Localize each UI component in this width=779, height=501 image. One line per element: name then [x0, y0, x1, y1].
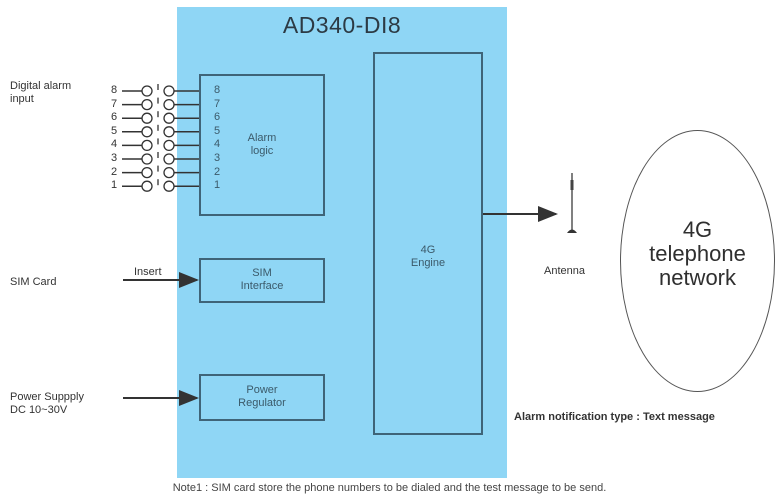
alarm-switch [122, 97, 199, 111]
insert-label: Insert [134, 266, 162, 278]
alarm-logic-label-line1: Alarm [247, 132, 277, 144]
power-regulator-label-line1: Power [246, 384, 278, 396]
alarm-logic-pin-number: 3 [214, 152, 221, 164]
alarm-logic-pin-number: 4 [214, 138, 221, 151]
power-supply-label-line1: Power Suppply [10, 391, 84, 403]
network-label-line1: 4G [682, 217, 713, 242]
alarm-switch [122, 165, 199, 179]
4g-network-label: 4G telephone network [620, 218, 775, 290]
notification-type-label: Alarm notification type : Text message [514, 411, 715, 423]
alarm-switch [122, 179, 199, 192]
switch-number: 5 [111, 124, 118, 137]
4g-network-ellipse [620, 130, 775, 392]
switch-number: 2 [111, 165, 118, 178]
device-body [177, 7, 507, 478]
sim-interface-label-line1: SIM [252, 267, 272, 279]
switch-number: 7 [111, 97, 118, 110]
switch-number: 6 [111, 111, 118, 124]
sim-interface-label-line2: Interface [240, 280, 284, 292]
switch-number: 4 [111, 138, 118, 151]
alarm-switch [122, 138, 199, 152]
device-title: AD340-DI8 [282, 12, 402, 38]
alarm-logic-block: Alarm logic [199, 74, 325, 216]
digital-alarm-label-line1: Digital alarm [10, 80, 72, 92]
network-label-line3: network [658, 265, 737, 290]
power-supply-label: Power Suppply DC 10~30V [10, 391, 84, 417]
alarm-logic-pin-number: 5 [214, 124, 221, 137]
antenna-icon [567, 173, 577, 233]
alarm-switch [122, 84, 199, 97]
switch-number: 8 [111, 84, 118, 96]
power-regulator-label-line2: Regulator [238, 397, 286, 409]
alarm-switch [122, 152, 199, 165]
sim-interface-block: SIM Interface [199, 258, 325, 303]
digital-alarm-input-label: Digital alarm input [10, 80, 71, 106]
engine-label-line2: Engine [410, 257, 446, 269]
switch-number: 3 [111, 152, 118, 164]
alarm-logic-pin-number: 7 [214, 97, 221, 110]
sim-card-label: SIM Card [10, 276, 57, 288]
digital-alarm-label-line2: input [10, 93, 34, 105]
alarm-switch [122, 124, 199, 138]
power-supply-label-line2: DC 10~30V [10, 404, 68, 416]
alarm-logic-pin-number: 2 [214, 165, 221, 178]
alarm-logic-pin-number: 6 [214, 111, 221, 124]
alarm-logic-pin-number: 1 [214, 179, 221, 192]
engine-label-line1: 4G [420, 244, 436, 256]
power-regulator-block: Power Regulator [199, 374, 325, 421]
network-label-line2: telephone [649, 241, 746, 266]
footnote: Note1 : SIM card store the phone numbers… [172, 482, 607, 494]
alarm-input-switches [122, 84, 199, 192]
antenna-label: Antenna [544, 265, 585, 277]
4g-engine-block: 4G Engine [373, 52, 483, 435]
alarm-switch [122, 111, 199, 124]
switch-number: 1 [111, 179, 118, 192]
alarm-logic-pin-number: 8 [214, 84, 221, 96]
alarm-logic-label-line2: logic [250, 145, 274, 157]
